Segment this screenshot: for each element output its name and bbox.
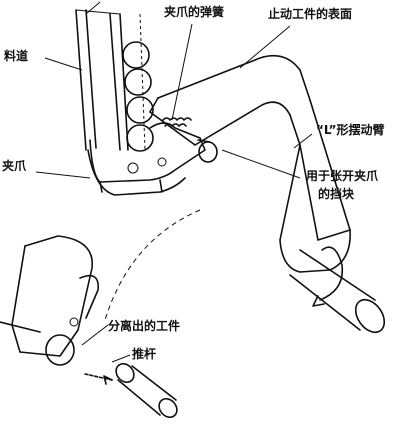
workpiece-stacked [126, 124, 154, 152]
lower-holder [0, 235, 99, 357]
label-feed-channel: 料道 [4, 48, 28, 63]
pivot-shaft [289, 246, 386, 334]
label-stop-block-line2: 的挡块 [318, 186, 355, 201]
gripper-jaw [87, 122, 206, 196]
l-shaped-swing-arm [149, 54, 351, 273]
workpiece-stacked [126, 96, 154, 124]
workpiece-stacked [124, 68, 152, 96]
swing-path-arc [104, 209, 201, 321]
label-stop-surface: 止动工件的表面 [268, 6, 352, 21]
feed-channel [75, 1, 154, 152]
push-rod [84, 362, 178, 419]
label-spring: 夹爪的弹簧 [164, 4, 224, 19]
stop-block [197, 139, 218, 163]
label-l-arm: “L”形摆动臂 [316, 122, 385, 137]
separated-workpiece-end [45, 334, 75, 366]
workpiece-stacked [122, 41, 150, 69]
leader-lines [35, 23, 313, 363]
label-gripper: 夹爪 [2, 158, 27, 173]
label-separated-workpiece: 分离出的工件 [108, 318, 180, 333]
label-stop-block-line1: 用于张开夹爪 [305, 168, 379, 183]
jaw-spring [162, 117, 192, 127]
label-push-rod: 推杆 [132, 346, 156, 361]
